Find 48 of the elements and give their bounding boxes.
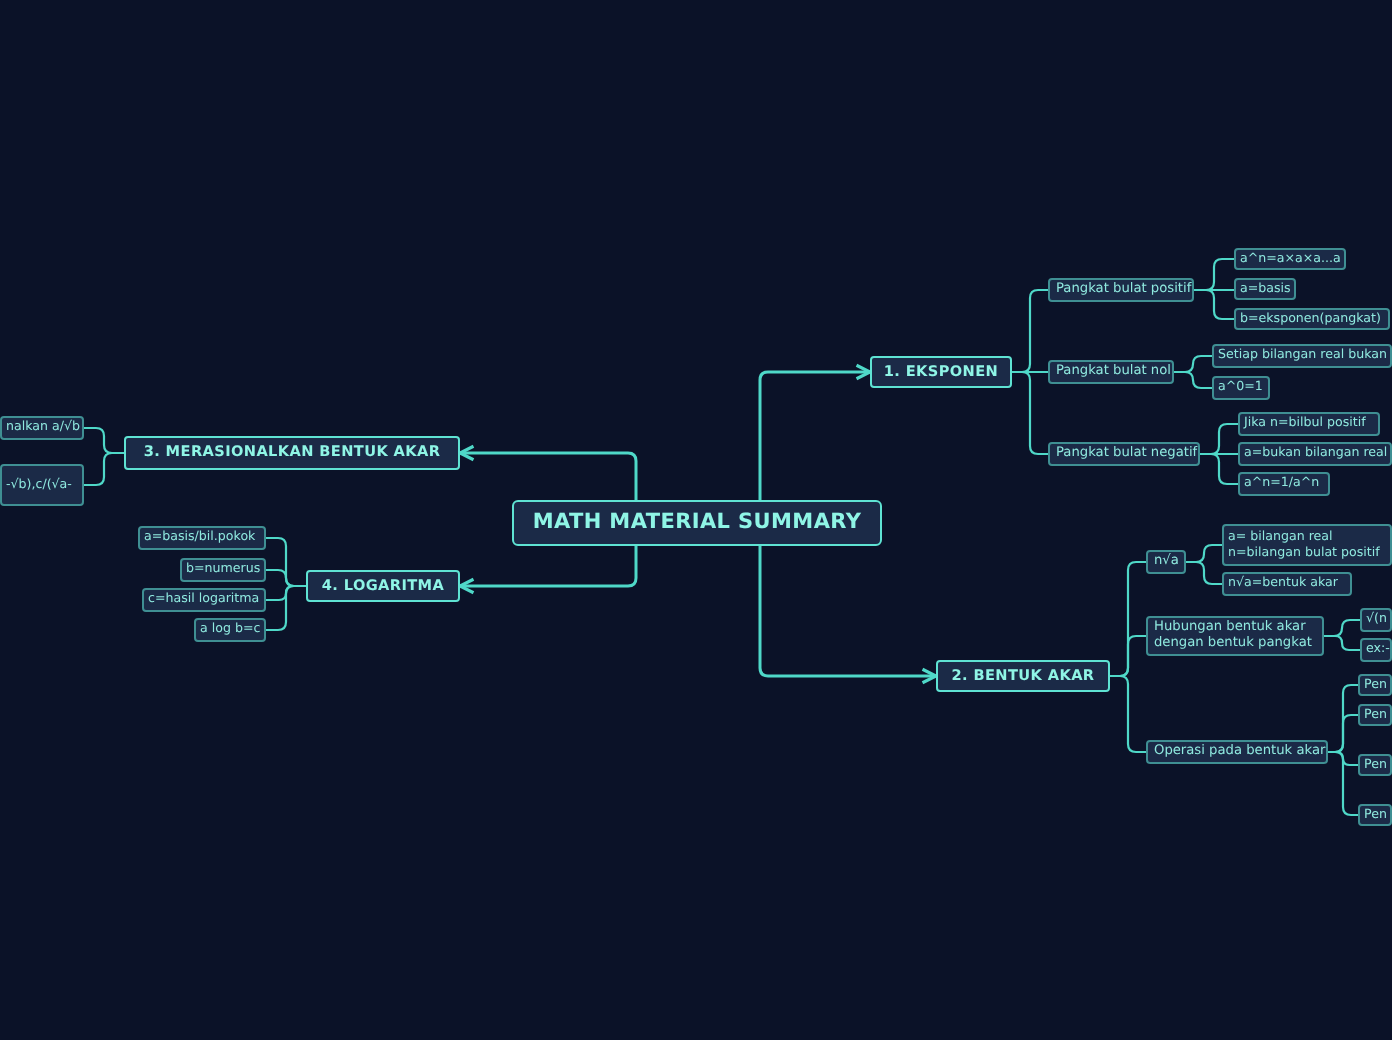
detail-box xyxy=(0,416,84,440)
connector-line xyxy=(84,451,124,487)
connector-line xyxy=(1110,674,1146,754)
detail-box xyxy=(194,618,266,642)
detail-box xyxy=(1238,442,1392,466)
detail-box xyxy=(1358,754,1392,776)
detail-box xyxy=(138,526,266,550)
detail-box xyxy=(1234,308,1390,330)
subtopic-box xyxy=(1048,442,1200,466)
arrow xyxy=(758,363,872,500)
detail-box xyxy=(1212,376,1270,400)
detail-box xyxy=(1234,278,1296,300)
detail-box xyxy=(1238,412,1380,436)
arrow xyxy=(758,546,938,685)
detail-box xyxy=(1234,248,1346,270)
detail-box xyxy=(1358,674,1392,696)
topic-box xyxy=(306,570,460,602)
subtopic-box xyxy=(1048,278,1194,302)
subtopic-box xyxy=(1048,360,1174,384)
connector-line xyxy=(1328,750,1358,817)
topic-box xyxy=(124,436,460,470)
central-topic xyxy=(512,500,882,546)
subtopic-box xyxy=(1146,550,1186,574)
detail-box xyxy=(1358,804,1392,826)
detail-box xyxy=(1222,524,1392,566)
connector-line xyxy=(266,584,306,632)
subtopic-box xyxy=(1146,740,1328,764)
connector-line xyxy=(1186,560,1222,586)
connector-line xyxy=(1200,452,1238,486)
detail-box xyxy=(0,464,84,506)
detail-box xyxy=(1222,572,1352,596)
detail-box xyxy=(1358,704,1392,726)
detail-box xyxy=(1360,638,1392,662)
arrow xyxy=(458,546,638,595)
connector-line xyxy=(1324,634,1360,652)
topic-box xyxy=(936,660,1110,692)
topic-box xyxy=(870,356,1012,388)
detail-box xyxy=(1212,344,1392,368)
detail-box xyxy=(1360,608,1392,632)
connector-line xyxy=(1194,288,1234,321)
detail-box xyxy=(1238,472,1330,496)
detail-box xyxy=(142,588,266,612)
arrow xyxy=(458,444,638,500)
connector-line xyxy=(1012,370,1048,456)
node-text: MATH MATERIAL SUMMARY xyxy=(532,510,862,536)
connector-line xyxy=(1174,370,1212,390)
detail-box xyxy=(180,558,266,582)
subtopic-box xyxy=(1146,616,1324,656)
